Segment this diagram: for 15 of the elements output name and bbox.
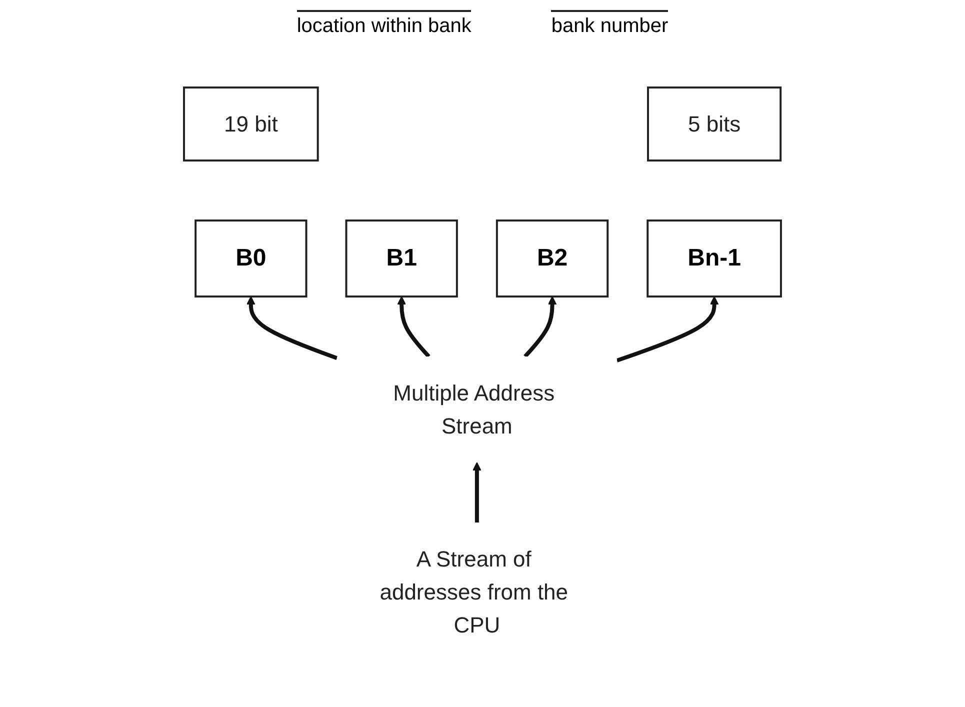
arrow	[616, 296, 719, 362]
node-box: 5 bits	[647, 86, 782, 162]
node-box: B2	[496, 220, 609, 298]
arrow	[472, 462, 482, 522]
node-box: Bn-1	[646, 220, 782, 298]
arrow	[397, 296, 430, 358]
node-box: B0	[194, 220, 308, 298]
arrow	[246, 296, 338, 360]
node-box: B1	[345, 220, 458, 298]
dimension-label: bank number	[551, 10, 668, 38]
arrow	[524, 296, 557, 358]
dimension-label: location within bank	[296, 10, 472, 38]
node-box: 19 bit	[183, 86, 319, 162]
node-text: A Stream of addresses from the CPU	[380, 546, 568, 638]
node-text: Multiple Address Stream	[393, 380, 555, 438]
